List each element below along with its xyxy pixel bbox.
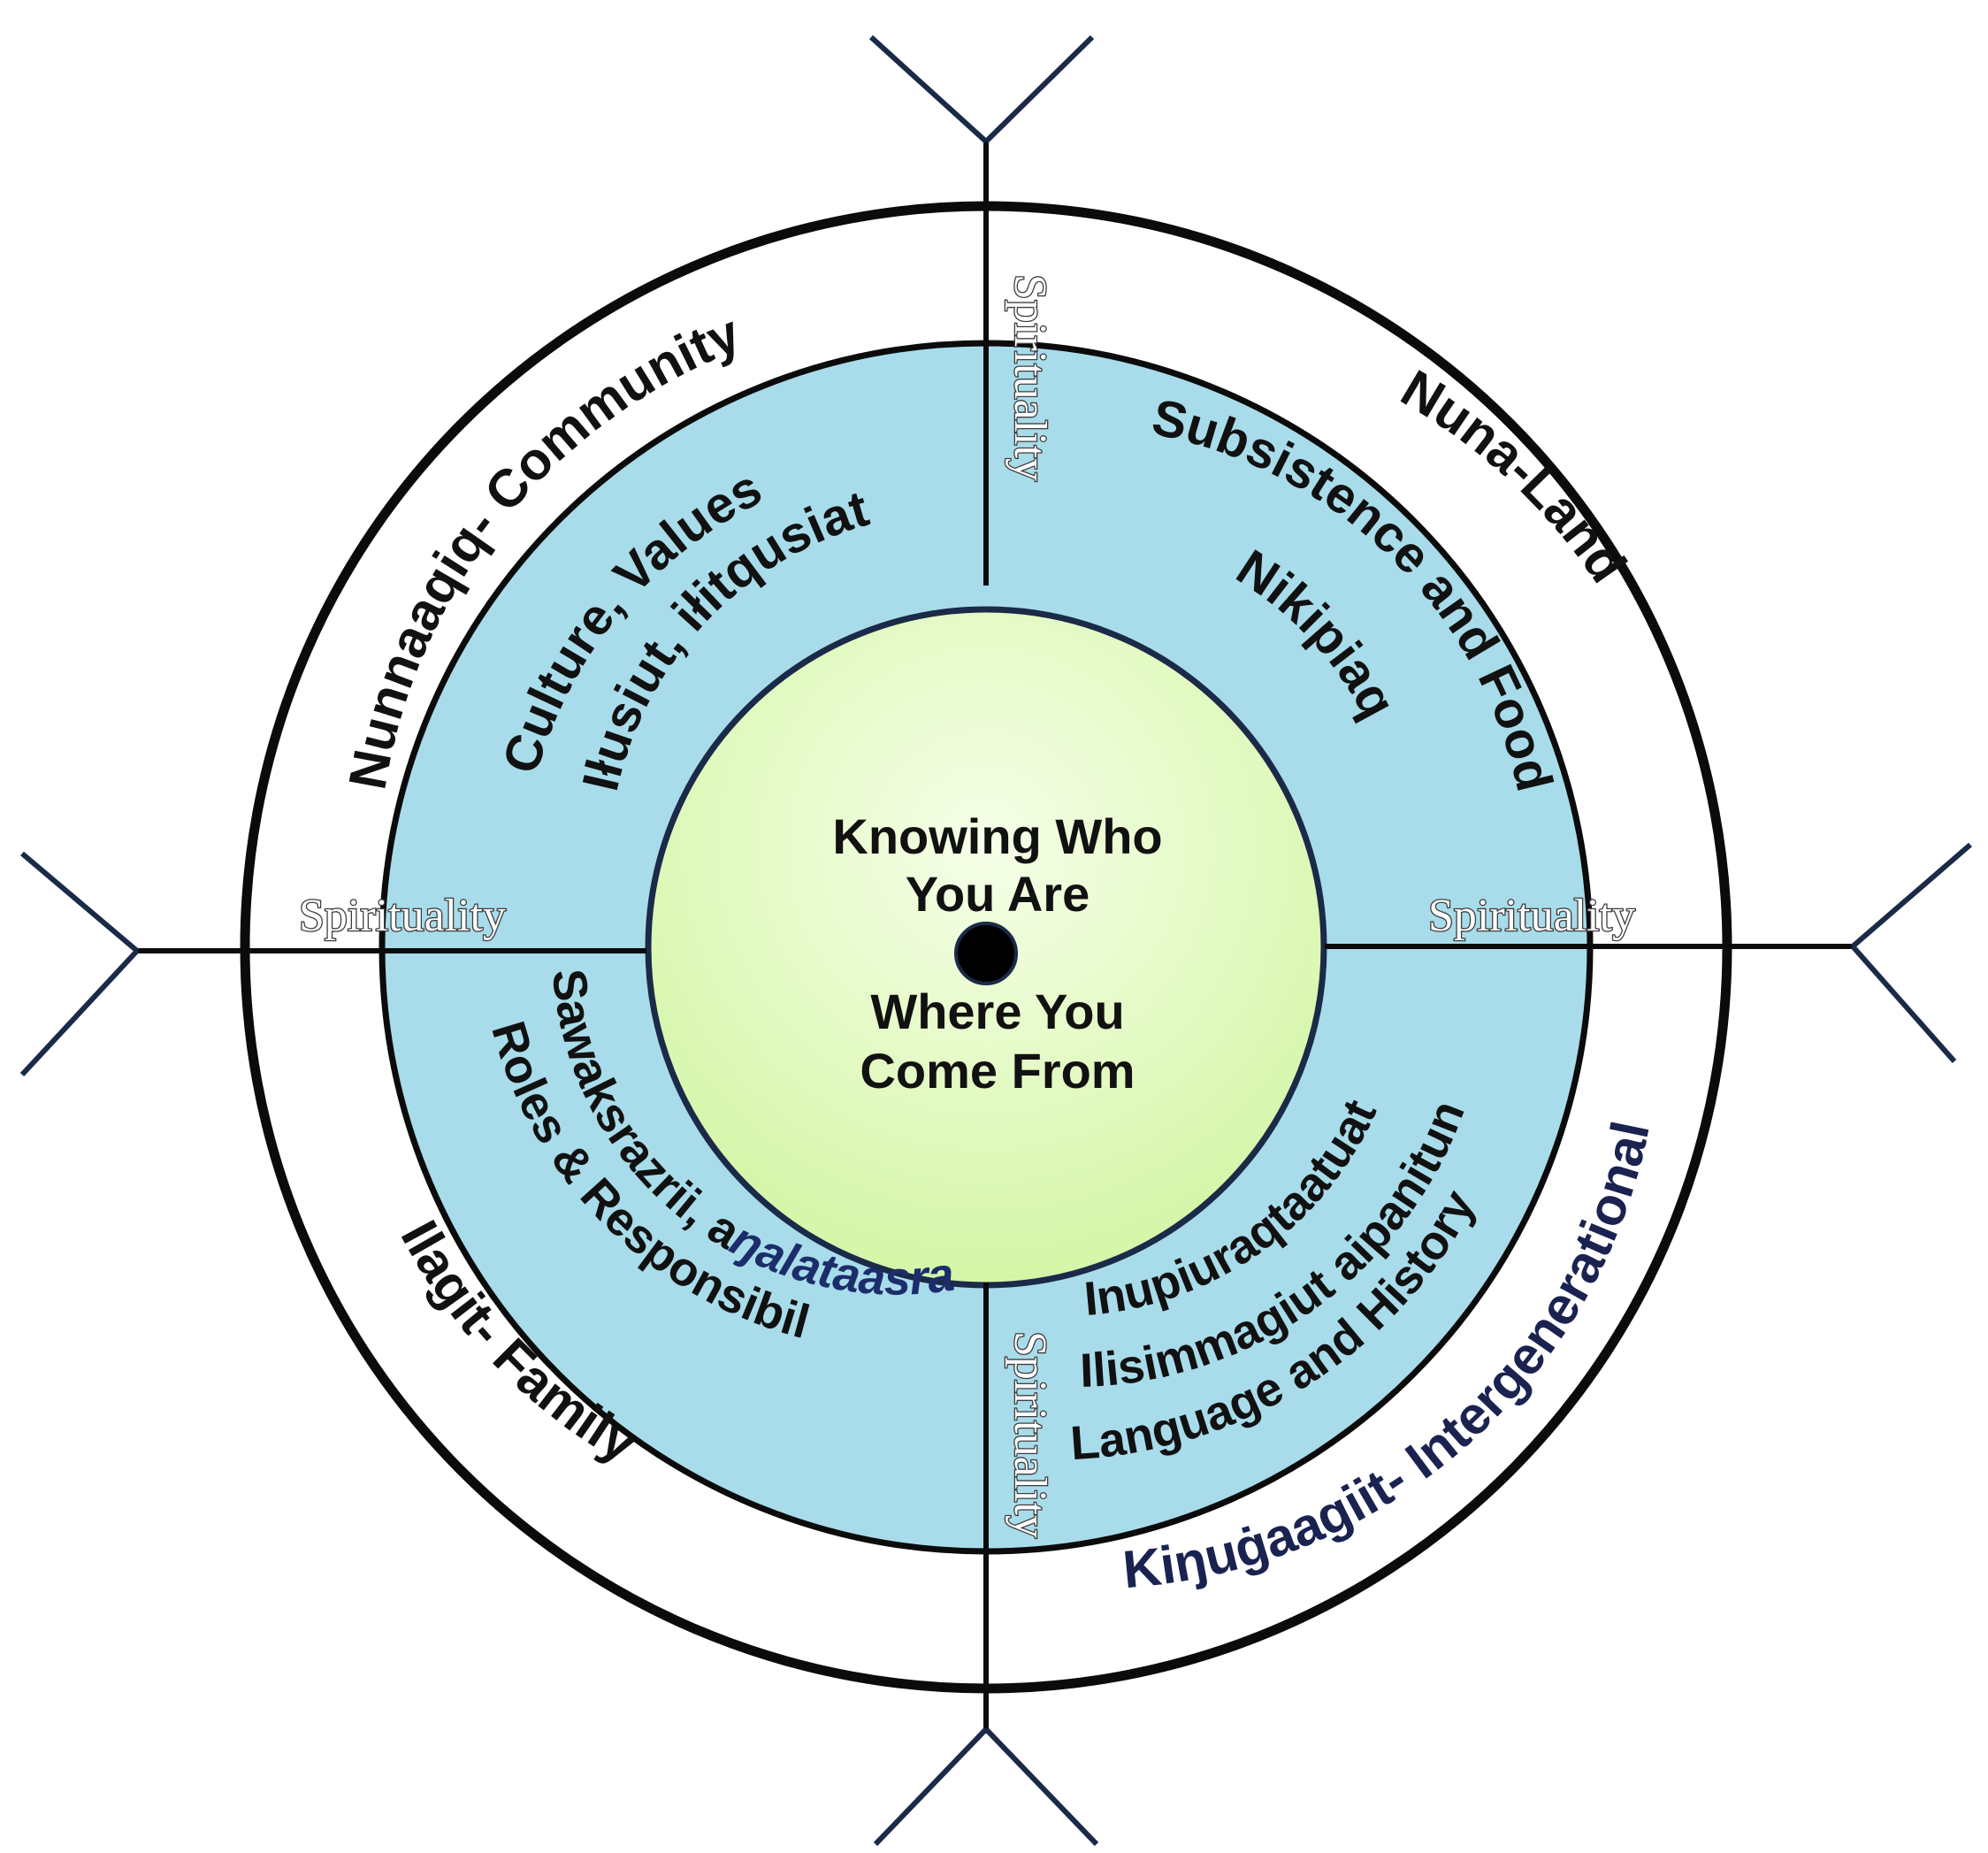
spirituality-right: Spirituality bbox=[1428, 891, 1635, 941]
center-line-3: Where You bbox=[870, 984, 1124, 1039]
spirituality-bottom: Spirituality bbox=[1005, 1331, 1055, 1538]
spirituality-top: Spirituality bbox=[1005, 274, 1055, 481]
center-dot bbox=[954, 922, 1018, 985]
arrow-left-icon bbox=[19, 851, 140, 1077]
center-line-1: Knowing Who bbox=[832, 808, 1162, 864]
arrow-bottom-icon bbox=[873, 1727, 1099, 1847]
arrow-right-icon bbox=[1850, 842, 1972, 1063]
arrow-top-icon bbox=[868, 34, 1095, 144]
center-line-4: Come From bbox=[860, 1043, 1135, 1099]
center-line-2: You Are bbox=[906, 866, 1090, 922]
spirituality-left: Spirituality bbox=[299, 891, 506, 941]
